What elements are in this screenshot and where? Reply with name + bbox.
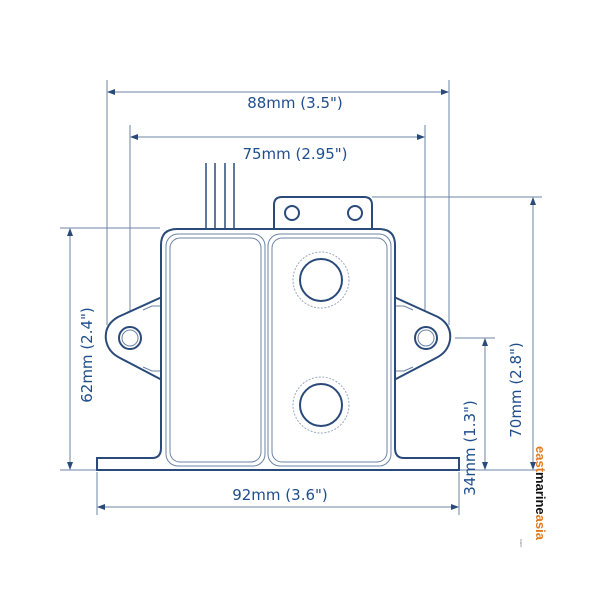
wires (205, 163, 235, 230)
dimension-lines (67, 89, 536, 510)
dim-34mm-label: 34mm (1.3") (461, 400, 479, 496)
svg-text:eastmarineasia: eastmarineasia (533, 446, 548, 541)
eastmarineasia-logo: eastmarineasia (533, 446, 548, 541)
pump-body (96, 228, 460, 471)
extension-lines (60, 80, 545, 515)
right-mounting-ear (393, 296, 452, 381)
dim-92mm-label: 92mm (3.6") (232, 486, 328, 504)
top-mounting-tab (273, 196, 373, 230)
dim-62mm-label: 62mm (2.4") (78, 307, 96, 403)
dim-70mm-label: 70mm (2.8") (507, 342, 525, 438)
ports (292, 251, 350, 434)
dim-88mm-label: 88mm (3.5") (247, 94, 343, 112)
left-mounting-ear (104, 296, 163, 381)
logo-suffix: .com (518, 539, 523, 548)
dim-75mm-label: 75mm (2.95") (242, 145, 347, 163)
